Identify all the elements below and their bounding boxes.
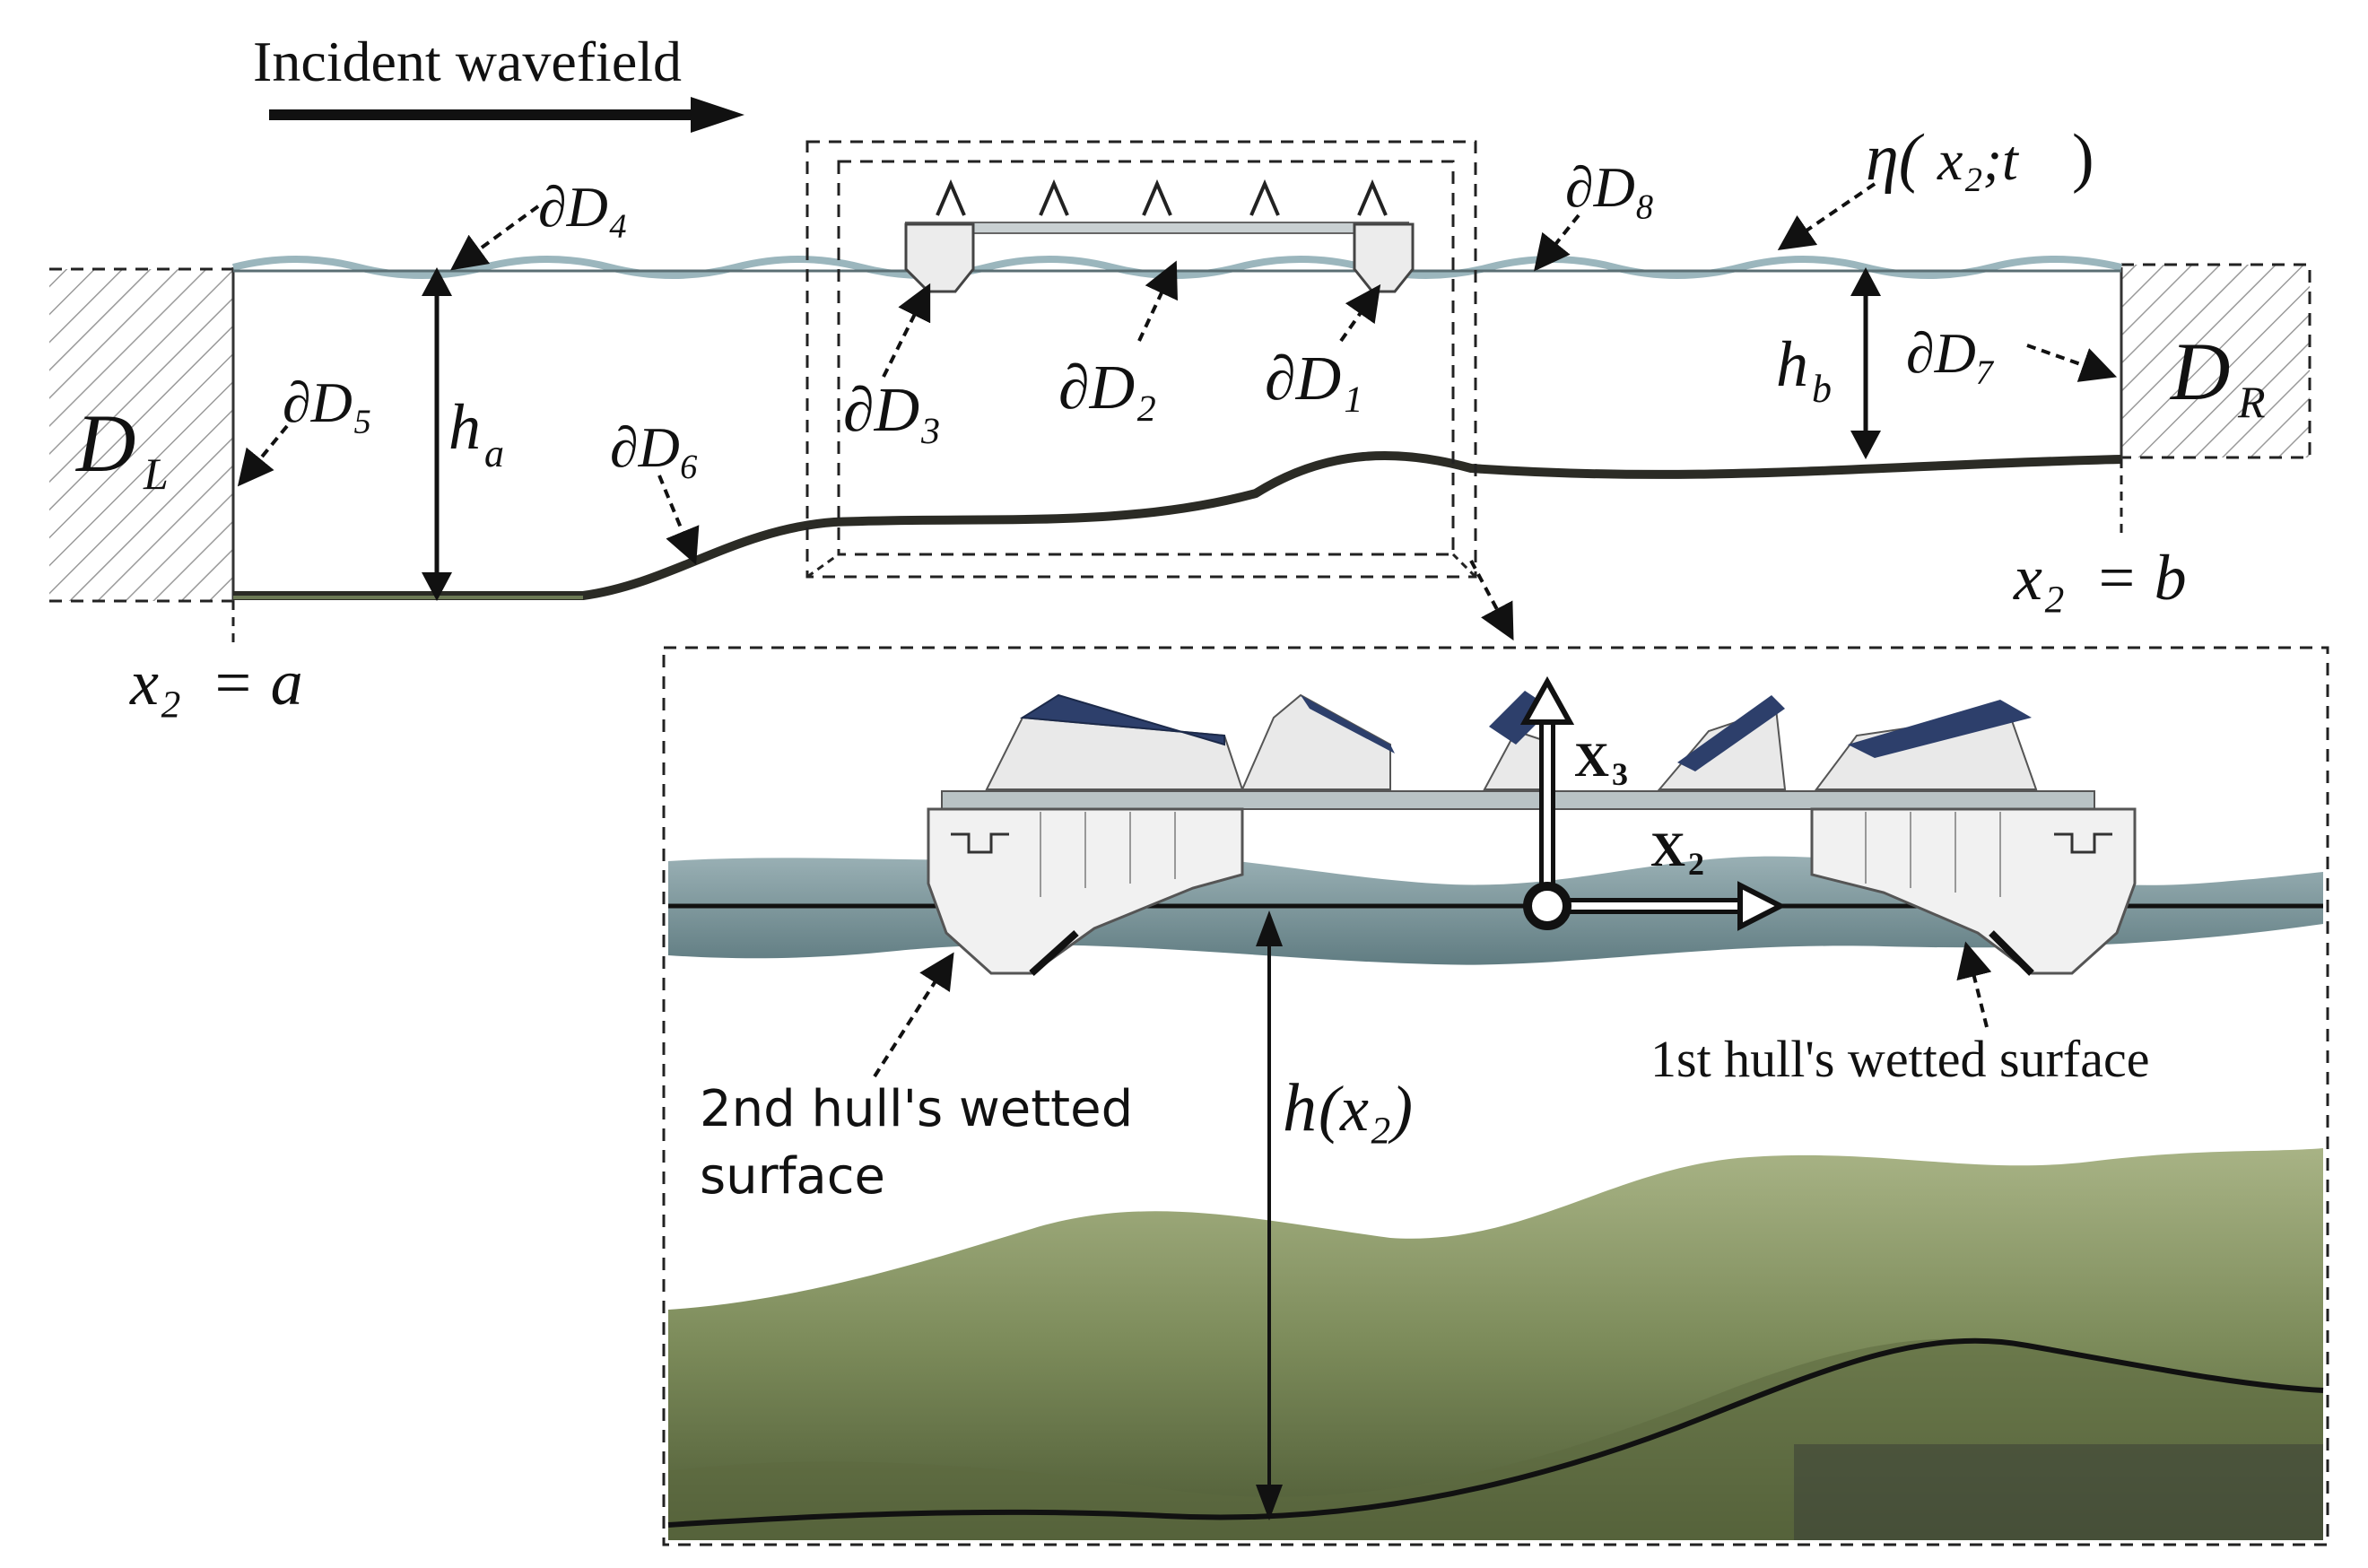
svg-text:R: R — [2237, 377, 2266, 427]
label-dl: D L — [74, 397, 169, 499]
label-d6: ∂D₆ — [610, 415, 700, 479]
svg-text:x₂: x₂ — [2013, 542, 2065, 614]
svg-text:(x₂): (x₂) — [1319, 1073, 1413, 1145]
label-h-x2: h (x₂) — [1283, 1070, 1413, 1146]
hb-arrow — [1850, 267, 1881, 459]
platform-schematic — [904, 179, 1415, 293]
incident-wavefield-label: Incident wavefield — [253, 30, 682, 93]
arrow-d8 — [1534, 213, 1580, 272]
label-d5: ∂D₅ — [283, 370, 372, 434]
seabed-line — [667, 1337, 2324, 1528]
svg-text:X: X — [1574, 733, 1609, 787]
svg-text:h: h — [1283, 1070, 1317, 1146]
detail-panel: X 3 X 2 h (x₂) 1st hull's wetted surface… — [662, 646, 2329, 1546]
deck — [941, 790, 2095, 810]
depth-arrow — [1256, 910, 1283, 1520]
label-x2: X 2 — [1650, 823, 1704, 882]
arrow-d5 — [237, 424, 289, 487]
svg-text:2: 2 — [1688, 846, 1704, 882]
svg-text:b: b — [1812, 367, 1832, 411]
arrow-d7 — [2026, 344, 2118, 382]
zoom-arrow — [1469, 560, 1514, 641]
svg-text:h: h — [1776, 328, 1808, 400]
label-x2-a: x₂ = a — [129, 647, 303, 719]
label-eta: η( x₂;t ) — [1866, 121, 2094, 195]
label-ha: h a — [448, 391, 504, 475]
hull-2 — [927, 807, 1244, 976]
svg-text:= b: = b — [2094, 542, 2187, 614]
label-d8: ∂D₈ — [1565, 155, 1655, 219]
ha-arrow — [422, 267, 452, 601]
fluid-domain — [231, 256, 2123, 601]
label-x3: X 3 — [1574, 733, 1628, 792]
left-region-dl — [49, 267, 233, 603]
label-hull-2-line2: surface — [700, 1147, 885, 1206]
solar-modules — [985, 691, 2038, 790]
arrow-eta — [1777, 182, 1876, 251]
label-hull-2-line1: 2nd hull's wetted — [700, 1080, 1133, 1138]
label-hb: h b — [1776, 328, 1832, 411]
hull-1 — [1810, 807, 2137, 976]
label-d7: ∂D₇ — [1906, 321, 1996, 385]
svg-text:x₂;t: x₂;t — [1937, 128, 2020, 192]
axis-x3 — [1519, 675, 1575, 897]
arrow-d4 — [450, 205, 540, 271]
label-d1: ∂D₁ — [1265, 344, 1362, 414]
arrow-d2 — [1137, 260, 1178, 342]
label-x2-b: x₂ = b — [2013, 542, 2187, 614]
label-d4: ∂D₄ — [538, 175, 628, 239]
svg-text:3: 3 — [1612, 756, 1628, 792]
svg-text:η(: η( — [1866, 121, 1925, 195]
origin-marker — [1523, 882, 1571, 930]
arrow-hull-2 — [873, 952, 954, 1078]
zoom-box — [805, 140, 1477, 579]
svg-text:a: a — [484, 431, 504, 475]
axis-x2 — [1547, 881, 1787, 931]
svg-text:D: D — [74, 397, 135, 489]
arrow-d1 — [1339, 283, 1381, 343]
label-hull-1: 1st hull's wetted surface — [1650, 1030, 2149, 1088]
svg-text:D: D — [2169, 326, 2230, 417]
label-d3: ∂D₃ — [843, 376, 941, 445]
svg-text:= a: = a — [211, 647, 303, 719]
svg-text:h: h — [448, 391, 481, 463]
svg-text:): ) — [2072, 121, 2094, 195]
label-d2: ∂D₂ — [1058, 353, 1156, 422]
arrow-d6 — [657, 475, 700, 565]
right-region-dr — [2121, 263, 2311, 459]
svg-text:x₂: x₂ — [129, 647, 181, 719]
svg-text:X: X — [1650, 823, 1685, 876]
arrow-hull-1 — [1956, 941, 1992, 1028]
arrow-d3 — [882, 283, 931, 378]
label-dr: D R — [2169, 326, 2266, 427]
svg-text:L: L — [143, 449, 169, 499]
incident-arrow — [269, 97, 744, 133]
